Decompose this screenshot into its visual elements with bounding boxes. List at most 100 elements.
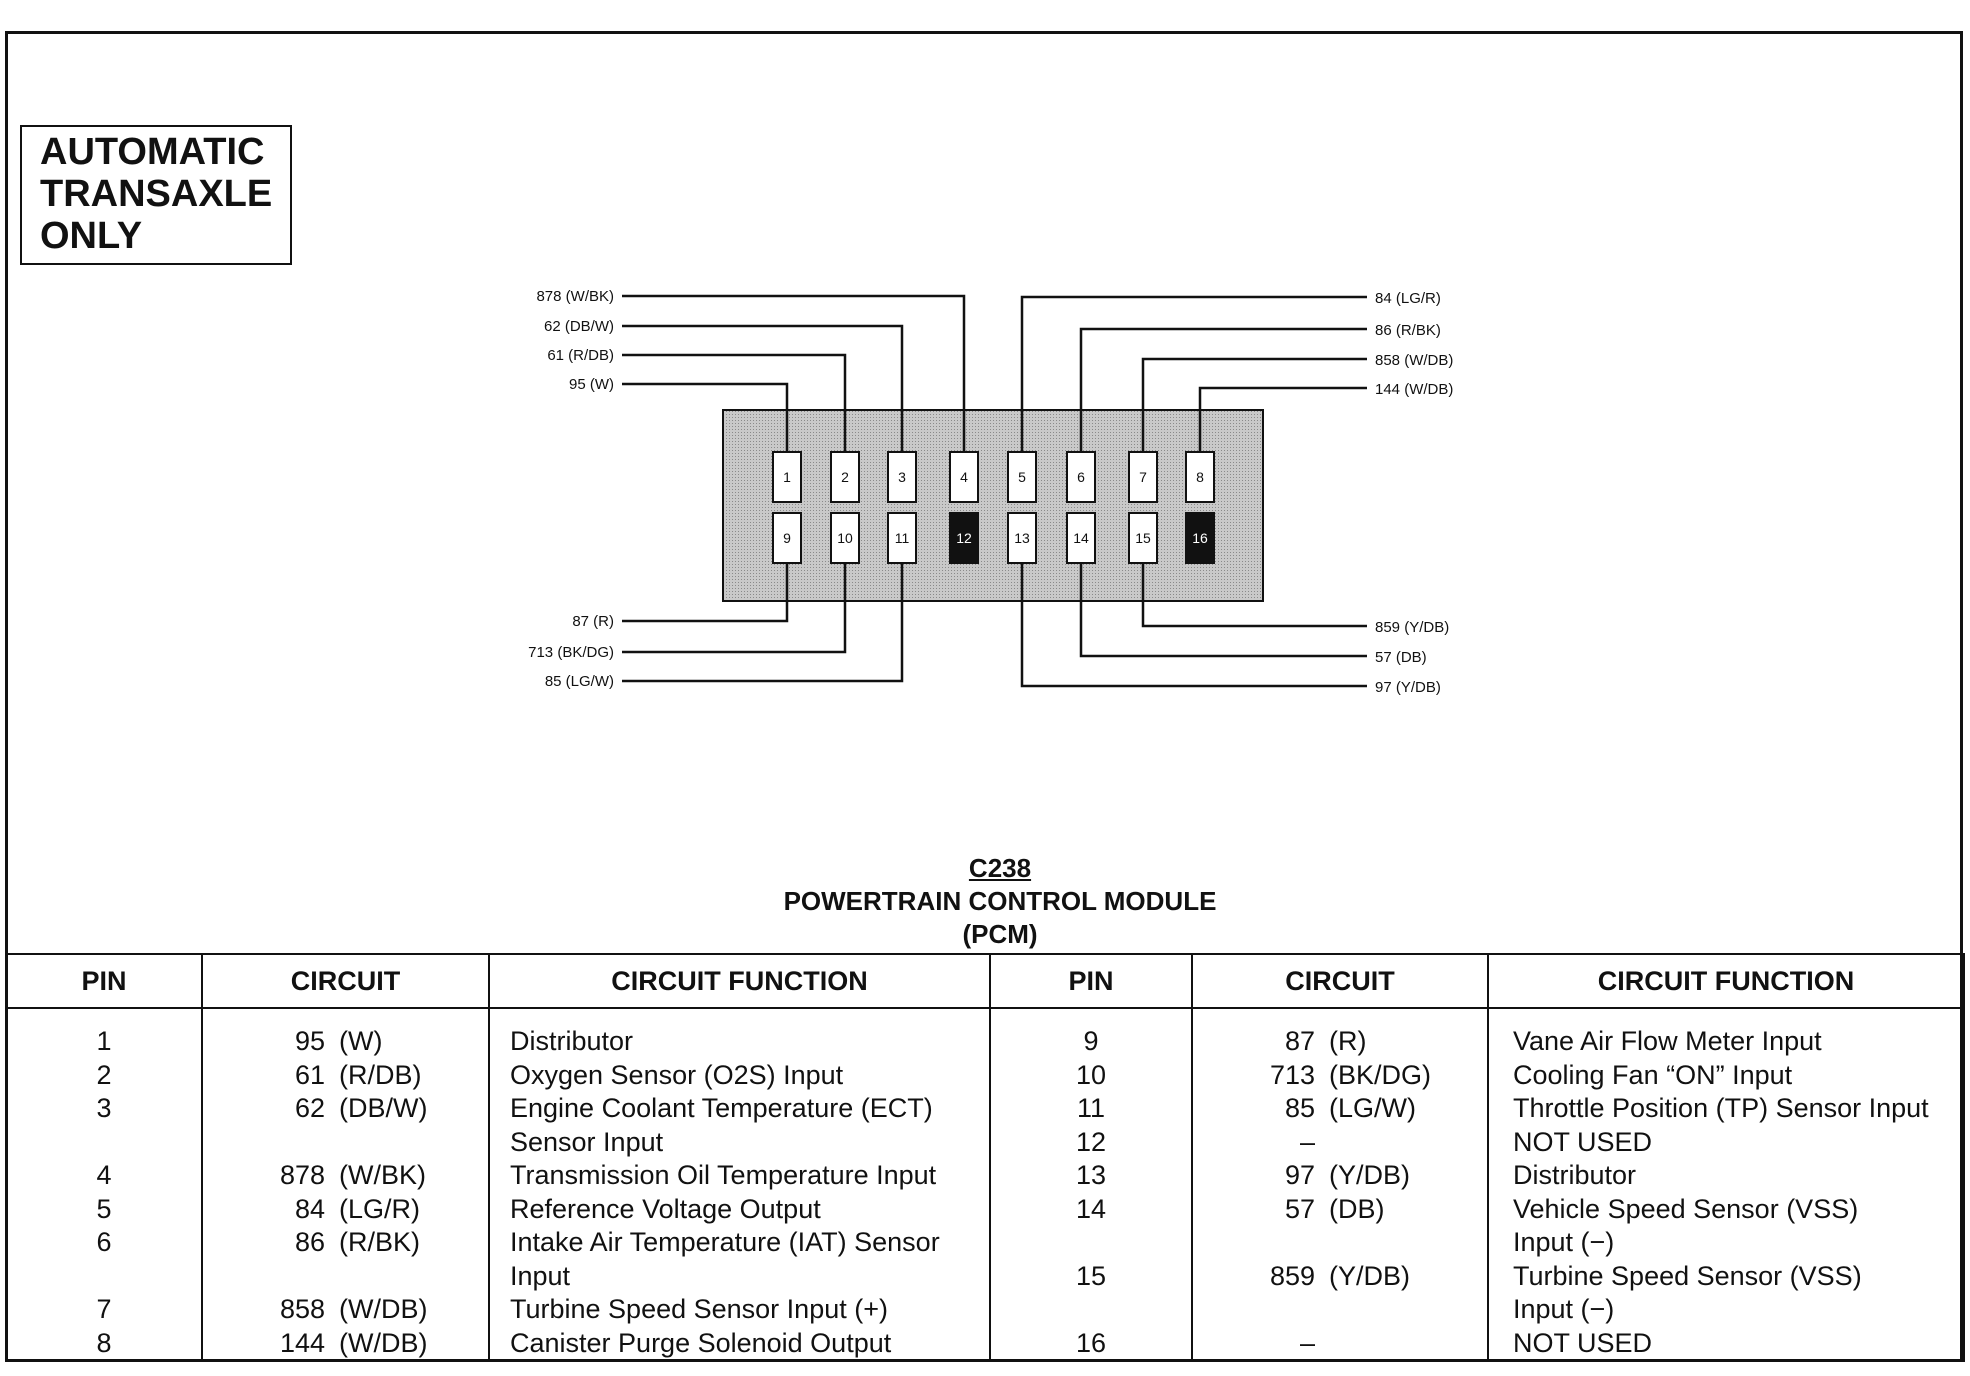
function-cell: Distributor bbox=[1513, 1160, 1637, 1190]
wire-color: (LG/R) bbox=[339, 1193, 420, 1224]
pin-number: 7 bbox=[1139, 469, 1147, 485]
circuit-cell: 97(Y/DB) bbox=[1193, 1159, 1487, 1193]
wire-color: (R/DB) bbox=[339, 1059, 422, 1090]
note-line: TRANSAXLE bbox=[40, 173, 273, 215]
circuit-number: 859 bbox=[1269, 1260, 1315, 1291]
wire-label: 86 (R/BK) bbox=[1375, 322, 1441, 339]
function-cell: Sensor Input bbox=[510, 1126, 664, 1157]
connector-body bbox=[722, 409, 1264, 602]
note-box: AUTOMATIC TRANSAXLE ONLY bbox=[20, 125, 292, 265]
circuit-cell: 87 (R) bbox=[1193, 1025, 1487, 1059]
pin-number: 12 bbox=[956, 530, 972, 546]
circuit-cell: 61 (R/DB) bbox=[203, 1059, 488, 1093]
pin-terminal bbox=[1007, 451, 1037, 503]
function-cell: NOT USED bbox=[1513, 1126, 1653, 1157]
circuit-cell-spacer bbox=[1193, 1293, 1487, 1327]
pin-cell: 4 bbox=[96, 1160, 112, 1190]
header-circuit: CIRCUIT bbox=[201, 953, 490, 1009]
pin-number: 3 bbox=[898, 469, 906, 485]
circuit-number: 87 bbox=[1284, 1026, 1315, 1056]
circuit-cell-spacer bbox=[203, 1126, 488, 1160]
pin-terminal bbox=[830, 512, 860, 564]
function-cell: Input (−) bbox=[1513, 1294, 1615, 1324]
pin-cell: 9 bbox=[1083, 1026, 1099, 1056]
wire-line bbox=[622, 294, 966, 452]
circuit-number: 95 bbox=[294, 1026, 325, 1056]
circuit-cell-spacer bbox=[1193, 1226, 1487, 1260]
pin-cell: 8 bbox=[96, 1327, 112, 1358]
pin-cell-spacer bbox=[991, 1226, 1191, 1260]
circuit-cell: 144(W/DB) bbox=[203, 1327, 488, 1361]
pin-cell-spacer bbox=[7, 1126, 201, 1160]
pin-number: 14 bbox=[1073, 530, 1089, 546]
wire-color: (BK/DG) bbox=[1329, 1059, 1432, 1090]
wire-color: (DB/W) bbox=[339, 1093, 428, 1123]
pin-number: 8 bbox=[1196, 469, 1204, 485]
table-header-row: PIN CIRCUIT CIRCUIT FUNCTION PIN CIRCUIT… bbox=[5, 953, 1965, 1009]
connector-code: C238 bbox=[968, 853, 1032, 883]
wire-color: (W) bbox=[339, 1026, 383, 1056]
pin-terminal bbox=[1007, 512, 1037, 564]
pin-terminal bbox=[1185, 512, 1215, 564]
wire-label: 713 (BK/DG) bbox=[528, 644, 614, 661]
wire-label: 144 (W/DB) bbox=[1375, 381, 1453, 398]
function-cell: Turbine Speed Sensor Input (+) bbox=[510, 1294, 888, 1324]
circuit-number: 61 bbox=[294, 1059, 325, 1090]
circuit-column: 95(W)61(R/DB)62(DB/W)878(W/BK)84(LG/R)86… bbox=[201, 1008, 490, 1361]
wire-color: (R) bbox=[1329, 1026, 1367, 1056]
header-pin: PIN bbox=[989, 953, 1193, 1009]
wire-label: 57 (DB) bbox=[1375, 649, 1427, 666]
pin-cell: 14 bbox=[1075, 1193, 1107, 1224]
pin-number: 2 bbox=[841, 469, 849, 485]
circuit-cell: 713(BK/DG) bbox=[1193, 1059, 1487, 1093]
function-cell: Turbine Speed Sensor (VSS) bbox=[1513, 1260, 1862, 1291]
circuit-number: 86 bbox=[294, 1227, 325, 1257]
circuit-cell-spacer bbox=[203, 1260, 488, 1294]
function-cell: NOT USED bbox=[1513, 1327, 1653, 1358]
circuit-cell: – bbox=[1193, 1126, 1487, 1160]
wire-label: 97 (Y/DB) bbox=[1375, 679, 1441, 696]
pin-cell: 12 bbox=[1075, 1126, 1107, 1157]
header-circuit-function: CIRCUIT FUNCTION bbox=[1487, 953, 1965, 1009]
function-cell: Reference Voltage Output bbox=[510, 1193, 821, 1224]
function-cell: Vane Air Flow Meter Input bbox=[1513, 1026, 1822, 1056]
wire-line bbox=[622, 324, 904, 452]
function-cell: Engine Coolant Temperature (ECT) bbox=[510, 1093, 933, 1123]
pin-cell: 15 bbox=[1075, 1260, 1107, 1291]
pin-cell: 16 bbox=[1075, 1327, 1107, 1358]
wire-line bbox=[1079, 563, 1367, 658]
function-cell: Oxygen Sensor (O2S) Input bbox=[510, 1059, 844, 1090]
pin-number: 15 bbox=[1135, 530, 1151, 546]
circuit-cell: 62 (DB/W) bbox=[203, 1092, 488, 1126]
circuit-number: – bbox=[1299, 1327, 1315, 1358]
pin-cell: 10 bbox=[1075, 1059, 1107, 1090]
pin-number: 16 bbox=[1192, 530, 1208, 546]
function-cell: Throttle Position (TP) Sensor Input bbox=[1513, 1093, 1929, 1123]
function-cell: Transmission Oil Temperature Input bbox=[510, 1160, 937, 1190]
pin-cell: 11 bbox=[1076, 1093, 1106, 1123]
function-cell: Intake Air Temperature (IAT) Sensor bbox=[510, 1227, 940, 1257]
circuit-cell: – bbox=[1193, 1327, 1487, 1361]
pin-terminal bbox=[830, 451, 860, 503]
wire-label: 95 (W) bbox=[569, 376, 614, 393]
pin-cell: 5 bbox=[96, 1193, 112, 1224]
pin-terminal bbox=[949, 451, 979, 503]
circuit-number: 62 bbox=[294, 1093, 325, 1123]
wire-color: (W/BK) bbox=[339, 1160, 426, 1190]
wire-line bbox=[622, 563, 847, 654]
function-cell: Input (−) bbox=[1513, 1227, 1615, 1257]
circuit-number: 85 bbox=[1284, 1093, 1315, 1123]
circuit-cell: 859(Y/DB) bbox=[1193, 1260, 1487, 1294]
wire-line bbox=[1141, 357, 1367, 452]
circuit-number: – bbox=[1299, 1126, 1315, 1157]
circuit-column: 87(R)713(BK/DG)85(LG/W)–97(Y/DB)57(DB)85… bbox=[1191, 1008, 1489, 1361]
pin-cell: 7 bbox=[96, 1294, 112, 1324]
circuit-cell: 85(LG/W) bbox=[1193, 1092, 1487, 1126]
wire-line bbox=[1079, 327, 1367, 452]
connector-abbr: (PCM) bbox=[962, 919, 1038, 949]
wire-color: (Y/DB) bbox=[1329, 1160, 1410, 1190]
wire-label: 62 (DB/W) bbox=[544, 318, 614, 335]
